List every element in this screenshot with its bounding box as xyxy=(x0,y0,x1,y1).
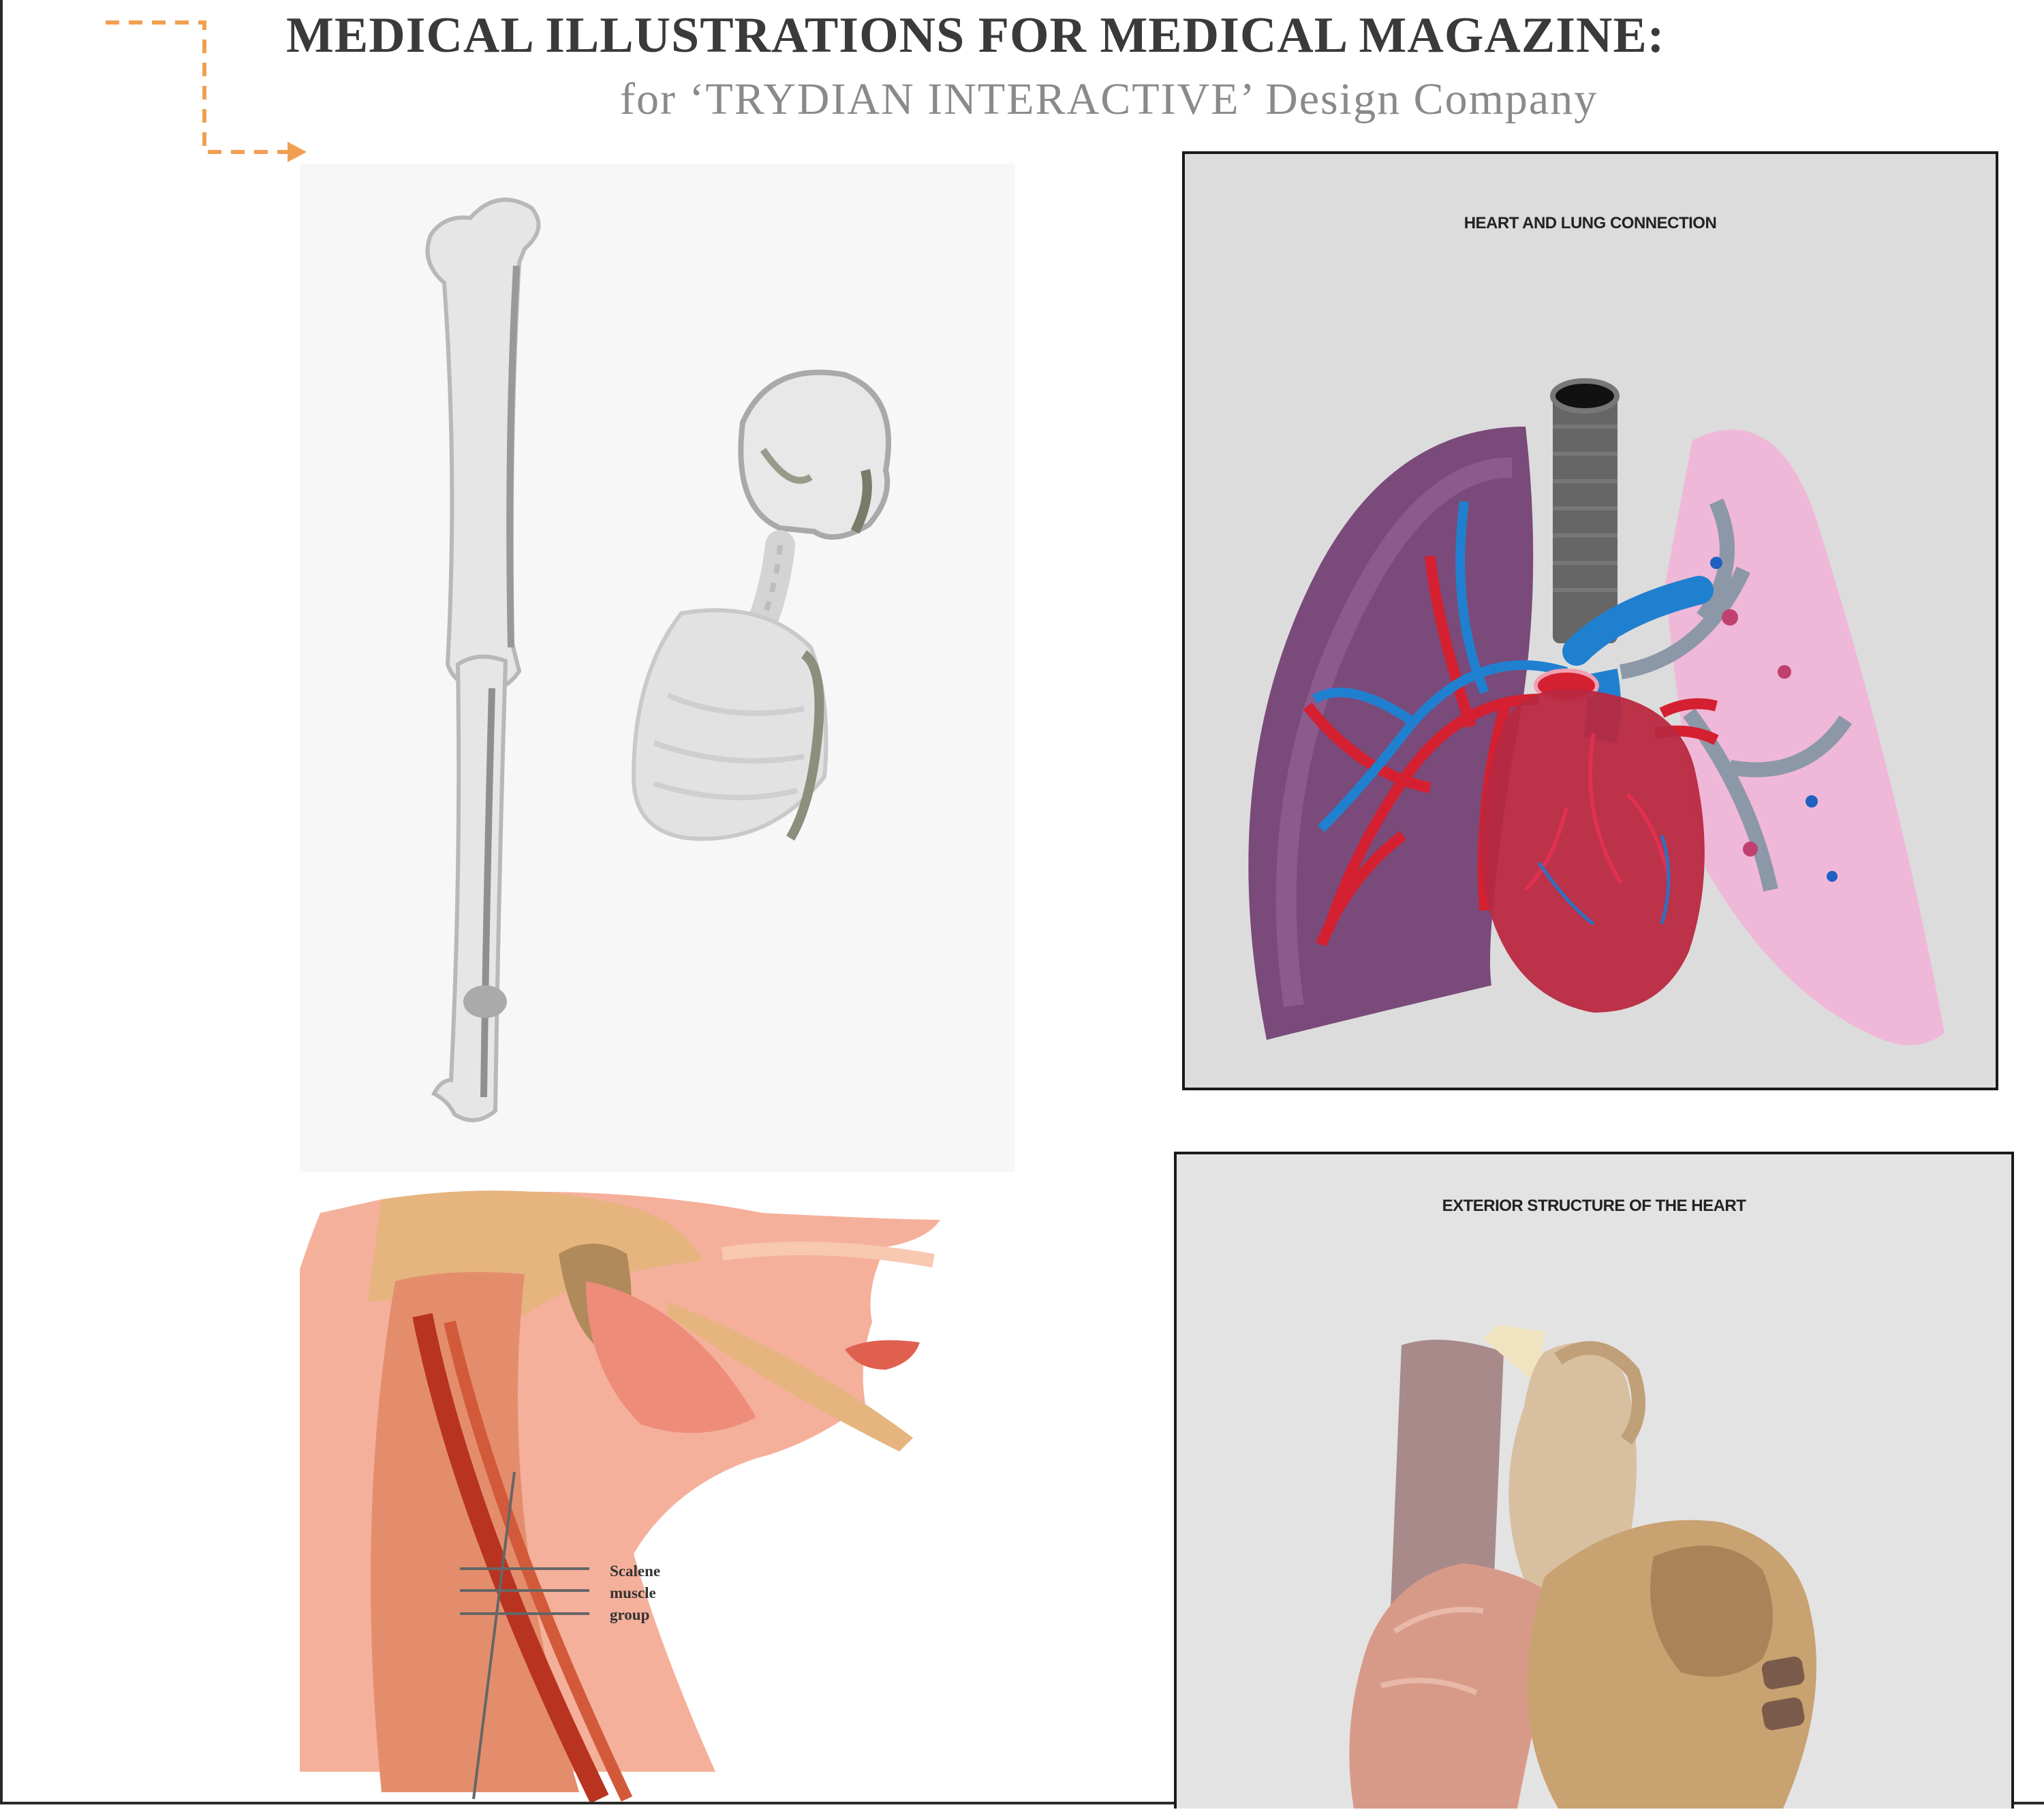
heart-lung-panel: HEART AND LUNG CONNECTION xyxy=(1182,151,1998,1090)
neck-anatomy-image xyxy=(300,1190,940,1802)
neck-label-line-1: Scalene xyxy=(610,1563,661,1580)
skeleton-illustration xyxy=(300,164,1015,1172)
neck-label-line-2: muscle xyxy=(610,1584,656,1601)
skeleton-image xyxy=(425,198,891,1122)
neck-anatomy-panel: Scalene muscle group xyxy=(300,1179,1083,1802)
page-subtitle: for ‘TRYDIAN INTERACTIVE’ Design Company xyxy=(620,74,1598,124)
heart-lung-image xyxy=(1248,378,1945,1045)
page-title: MEDICAL ILLUSTRATIONS FOR MEDICAL MAGAZI… xyxy=(286,7,1665,63)
dashed-arrow-icon xyxy=(106,20,307,162)
exterior-heart-panel: EXTERIOR STRUCTURE OF THE HEART xyxy=(1174,1152,2014,1809)
neck-label-line-3: group xyxy=(610,1606,650,1623)
exterior-heart-image xyxy=(1349,1325,1816,1809)
heart-lung-caption: HEART AND LUNG CONNECTION xyxy=(1464,214,1717,232)
exterior-heart-caption: EXTERIOR STRUCTURE OF THE HEART xyxy=(1442,1197,1746,1215)
